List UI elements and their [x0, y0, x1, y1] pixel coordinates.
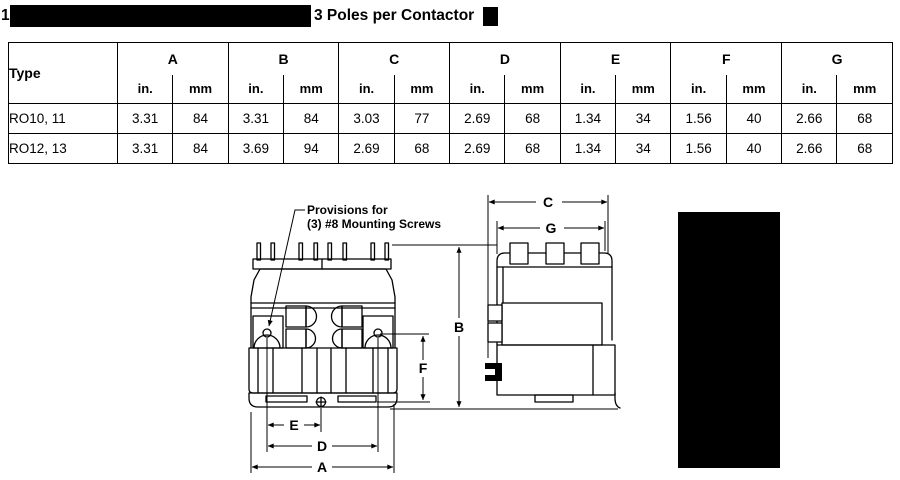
value-cell: 77: [393, 103, 451, 134]
base: [248, 392, 398, 408]
unit-header-mm: mm: [283, 74, 340, 104]
unit-header-in: in.: [781, 74, 838, 104]
column-header-b: B: [227, 42, 340, 75]
column-header-g: G: [781, 42, 893, 75]
value-cell: 3.31: [227, 103, 285, 134]
unit-header-mm: mm: [725, 74, 783, 104]
title-redaction-mark: [483, 6, 499, 26]
mounting-clip: [485, 363, 502, 381]
annotation-line-2: (3) #8 Mounting Screws: [307, 217, 441, 231]
unit-header-mm: mm: [836, 74, 893, 104]
table-row: RO10, 11 3.31 84 3.31 84 3.03 77 2.69 68…: [8, 103, 893, 134]
value-cell: 2.66: [781, 103, 838, 134]
redacted-image-block: [678, 212, 780, 468]
value-cell: 3.69: [227, 133, 285, 164]
value-cell: 94: [283, 133, 340, 164]
dimension-label-b: B: [454, 319, 464, 335]
value-cell: 34: [615, 103, 672, 134]
mounting-screws-annotation: Provisions for (3) #8 Mounting Screws: [267, 203, 441, 327]
unit-header-in: in.: [227, 74, 285, 104]
left-screw-dome: [253, 334, 281, 349]
value-cell: 2.66: [781, 133, 838, 164]
unit-header-in: in.: [559, 74, 617, 104]
value-cell: 84: [172, 133, 229, 164]
side-view: [485, 242, 621, 409]
unit-header-mm: mm: [393, 74, 451, 104]
right-mounting-screw: [373, 328, 383, 338]
dimension-label-g: G: [546, 220, 557, 236]
type-cell: RO10, 11: [8, 103, 118, 134]
dimension-g: G: [496, 220, 606, 254]
value-cell: 1.56: [670, 133, 727, 164]
title-redaction-bar: [10, 5, 311, 27]
column-header-f: F: [670, 42, 783, 75]
value-cell: 2.69: [338, 133, 395, 164]
dimension-label-a: A: [317, 459, 327, 475]
page-title: 3 Poles per Contactor: [314, 7, 475, 24]
dimension-a: A: [250, 404, 395, 475]
value-cell: 3.03: [338, 103, 395, 134]
table-row: RO12, 13 3.31 84 3.69 94 2.69 68 2.69 68…: [8, 133, 893, 164]
document-title-row: 1 3 Poles per Contactor: [1, 4, 499, 28]
dimension-label-f: F: [419, 360, 428, 376]
value-cell: 34: [615, 133, 672, 164]
unit-header-mm: mm: [615, 74, 672, 104]
right-screw-dome: [364, 334, 392, 349]
unit-header-in: in.: [338, 74, 395, 104]
value-cell: 3.31: [116, 103, 174, 134]
unit-header-in: in.: [116, 74, 174, 104]
column-header-e: E: [559, 42, 672, 75]
value-cell: 84: [172, 103, 229, 134]
column-header-c: C: [338, 42, 451, 75]
unit-header-in: in.: [449, 74, 506, 104]
dimension-e: E: [267, 408, 322, 433]
dimension-label-c: C: [543, 194, 553, 210]
value-cell: 1.34: [559, 103, 617, 134]
unit-header-mm: mm: [504, 74, 561, 104]
value-cell: 68: [836, 133, 893, 164]
unit-header-mm: mm: [172, 74, 229, 104]
upper-housing: [250, 268, 396, 304]
annotation-line-1: Provisions for: [307, 203, 388, 217]
column-header-d: D: [449, 42, 561, 75]
title-prefix: 1: [1, 7, 10, 24]
unit-header-in: in.: [670, 74, 727, 104]
value-cell: 1.56: [670, 103, 727, 134]
column-header-a: A: [117, 42, 229, 75]
value-cell: 40: [725, 133, 783, 164]
value-cell: 40: [725, 103, 783, 134]
value-cell: 84: [283, 103, 340, 134]
dimension-label-d: D: [317, 438, 327, 454]
value-cell: 68: [836, 103, 893, 134]
terminal-band: [252, 305, 394, 349]
dimension-b: B: [390, 244, 618, 410]
value-cell: 68: [504, 133, 561, 164]
side-foot: [534, 394, 574, 403]
dimension-label-e: E: [289, 417, 298, 433]
leader-arrow: [267, 209, 305, 327]
value-cell: 3.31: [116, 133, 174, 164]
value-cell: 68: [393, 133, 451, 164]
column-header-type: Type: [8, 42, 118, 104]
dimension-f: F: [377, 333, 430, 403]
value-cell: 2.69: [449, 133, 506, 164]
contactor-dimension-drawing: C G B F E D A: [248, 194, 621, 475]
left-mounting-screw: [262, 328, 272, 338]
lower-body: [248, 347, 398, 394]
terminal-pins: [252, 242, 392, 270]
value-cell: 68: [504, 103, 561, 134]
value-cell: 1.34: [559, 133, 617, 164]
type-cell: RO12, 13: [8, 133, 118, 164]
dimensions-table: Type A B C D E F G in. mm in. mm in. mm …: [8, 42, 893, 164]
dimension-d: D: [266, 338, 379, 454]
value-cell: 2.69: [449, 103, 506, 134]
front-view: [248, 242, 398, 408]
dimension-c: C: [487, 194, 609, 358]
